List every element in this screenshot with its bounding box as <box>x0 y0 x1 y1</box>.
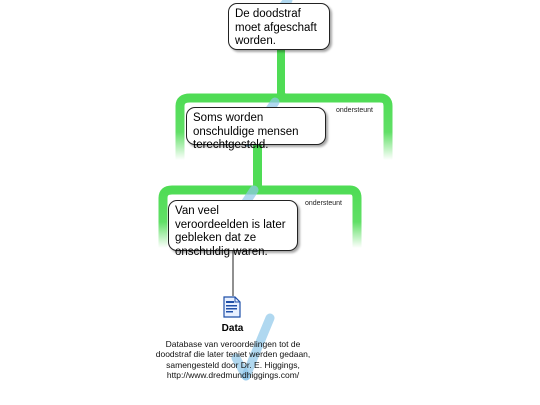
support-bracket-1 <box>175 50 393 160</box>
reason1-text: Soms worden onschuldige mensen terechtge… <box>193 112 299 151</box>
claim-text: De doodstraf moet afgeschaft worden. <box>235 8 317 47</box>
reason1-node[interactable]: Soms worden onschuldige mensen terechtge… <box>186 107 326 151</box>
reason2-text: Van veel veroordeelden is later gebleken… <box>175 205 286 258</box>
source-text: Database van veroordelingen tot de doods… <box>155 339 311 381</box>
claim-node[interactable]: De doodstraf moet afgeschaft worden. <box>228 3 330 50</box>
document-icon <box>223 296 241 318</box>
reason1-relation-label: ondersteunt <box>336 107 373 114</box>
reason2-relation-label: ondersteunt <box>305 200 342 207</box>
support-bracket-2 <box>158 145 362 248</box>
reason2-node[interactable]: Van veel veroordeelden is later gebleken… <box>168 200 298 258</box>
source-title: Data <box>221 323 244 334</box>
